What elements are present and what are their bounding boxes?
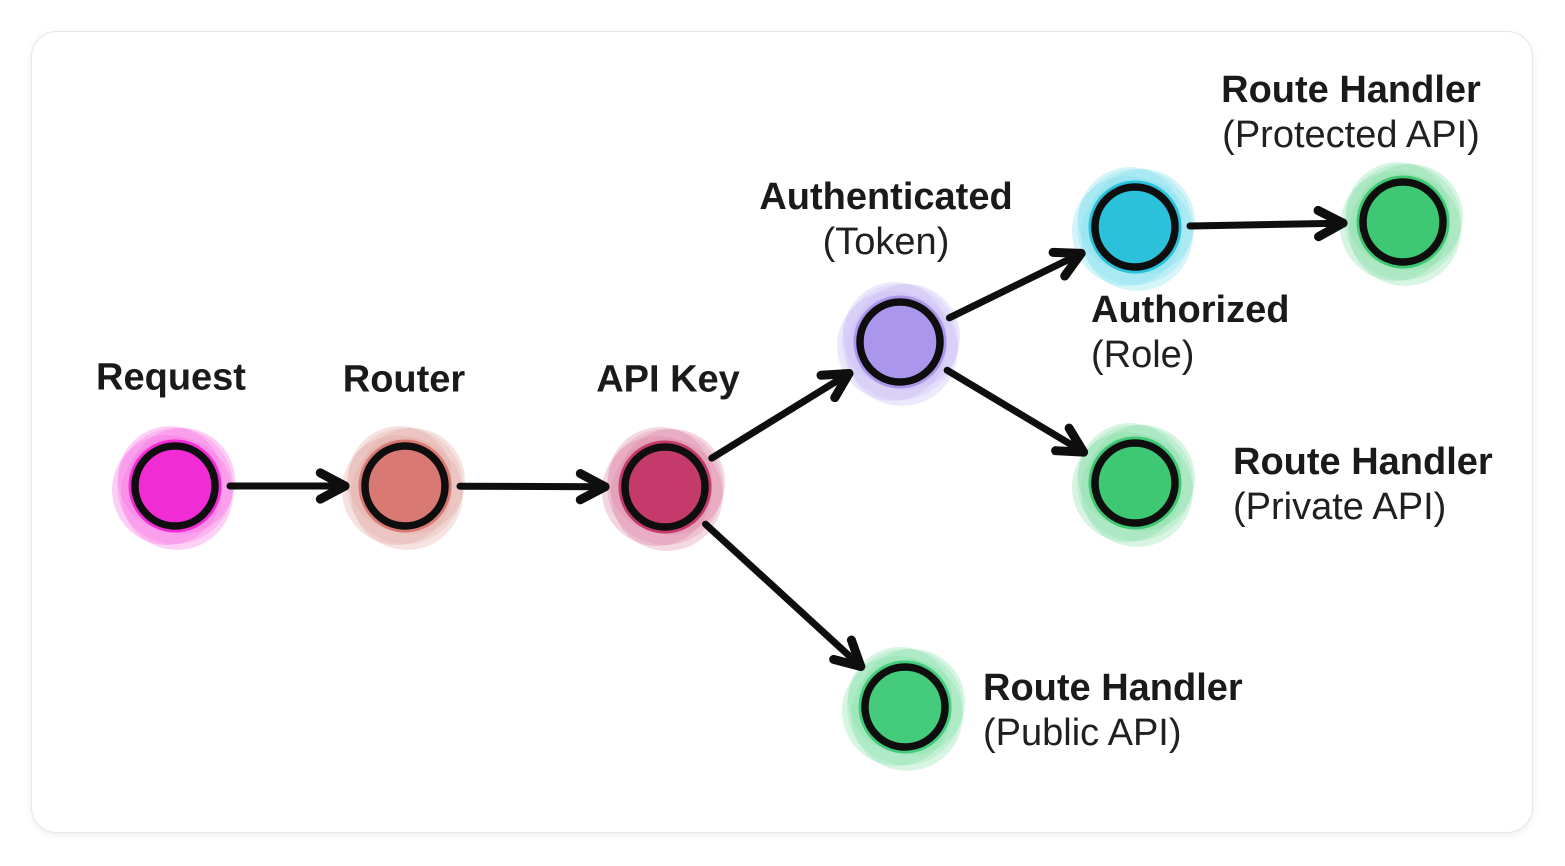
route-handler-private-label-text: Route Handler: [1233, 441, 1493, 483]
router-label: Router: [343, 358, 465, 403]
authorized-label: Authorized (Role): [1091, 288, 1289, 378]
api-key-label-text: API Key: [596, 358, 740, 401]
route-handler-protected-label: Route Handler (Protected API): [1221, 68, 1481, 158]
authenticated-label-text: Authenticated: [759, 176, 1013, 218]
router-label-text: Router: [342, 358, 466, 401]
authorized-label-text: Authorized: [1091, 289, 1290, 331]
request-label: Request: [96, 356, 246, 401]
route-handler-private-label: Route Handler (Private API): [1233, 440, 1493, 530]
route-handler-protected-label-text: Route Handler: [1221, 69, 1481, 111]
request-label-text: Request: [96, 356, 246, 399]
route-handler-public-label: Route Handler (Public API): [983, 666, 1243, 756]
authenticated-label: Authenticated (Token): [759, 175, 1012, 265]
authenticated-sublabel-text: (Token): [822, 221, 950, 263]
route-handler-public-sublabel-text: (Public API): [983, 712, 1182, 754]
api-key-label: API Key: [596, 358, 740, 403]
authorized-sublabel-text: (Role): [1091, 334, 1195, 376]
route-handler-private-sublabel-text: (Private API): [1233, 486, 1447, 528]
route-handler-public-label-text: Route Handler: [983, 667, 1243, 709]
route-handler-protected-sublabel-text: (Protected API): [1222, 114, 1480, 156]
